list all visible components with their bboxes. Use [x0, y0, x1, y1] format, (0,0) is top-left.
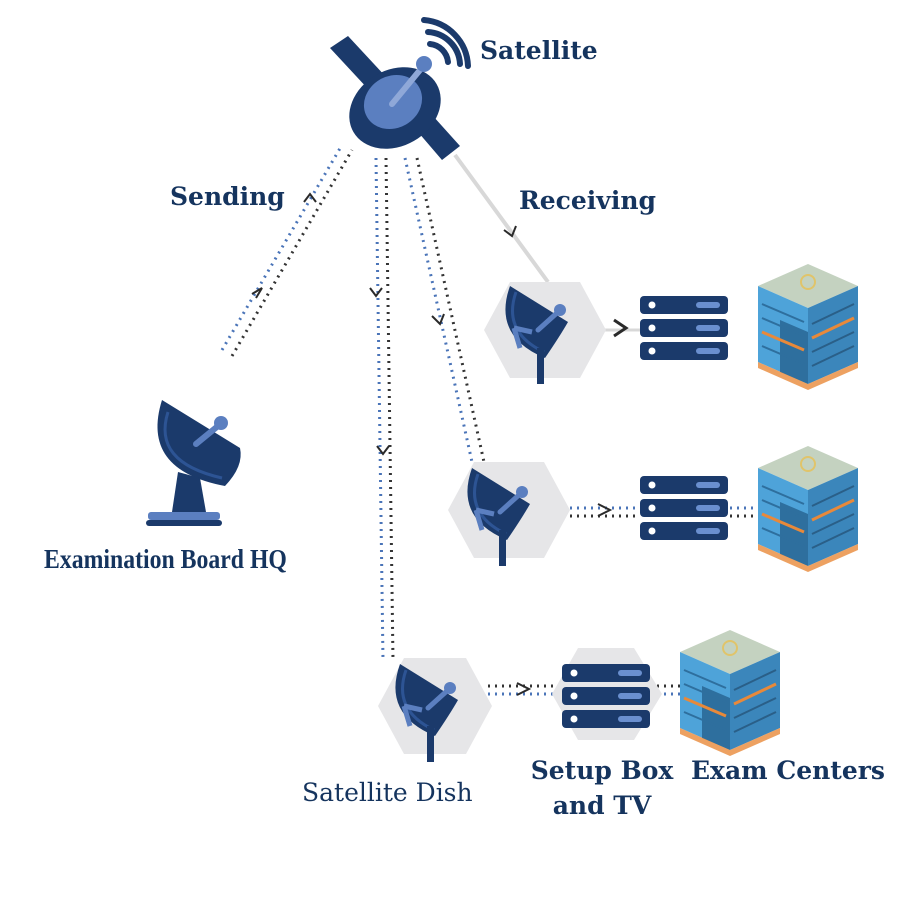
arrow-chevron-icon: [431, 313, 445, 326]
sending-label: Sending: [170, 182, 285, 211]
arrow-chevrons: [251, 192, 629, 696]
server-stack-icon: [562, 664, 650, 728]
satellite-label: Satellite: [480, 36, 598, 65]
arrow-chevron-icon: [369, 287, 383, 298]
server-stack-icon: [640, 476, 728, 540]
arrow-chevron-icon: [597, 503, 613, 517]
hq-label: Examination Board HQ: [44, 544, 287, 574]
building-icon: [678, 628, 782, 758]
receiver-row-1: [484, 262, 860, 392]
arrow-chevron-icon: [303, 192, 317, 203]
building-icon: [756, 262, 860, 392]
arrow-chevron-icon: [376, 445, 390, 456]
satellite-dish-label: Satellite Dish: [302, 778, 473, 807]
receiver-row-3: [378, 628, 782, 762]
signal-lines: [220, 144, 768, 696]
server-stack-icon: [640, 296, 728, 360]
arrow-chevron-icon: [516, 682, 532, 696]
setup-box-label-line-2: and TV: [552, 791, 652, 820]
receiving-label: Receiving: [519, 186, 656, 215]
exam-centers-label: Exam Centers: [691, 756, 885, 785]
signal-wave-icon: [421, 17, 471, 69]
arrow-chevron-icon: [251, 287, 263, 299]
receiver-row-2: [448, 444, 860, 574]
setup-box-label-line-1: Setup Box: [530, 756, 674, 785]
arrow-chevron-icon: [503, 225, 517, 238]
satellite-icon: [330, 17, 471, 160]
arrow-chevron-icon: [613, 318, 629, 338]
hq-satellite-dish-icon: [146, 400, 241, 526]
building-icon: [756, 444, 860, 574]
